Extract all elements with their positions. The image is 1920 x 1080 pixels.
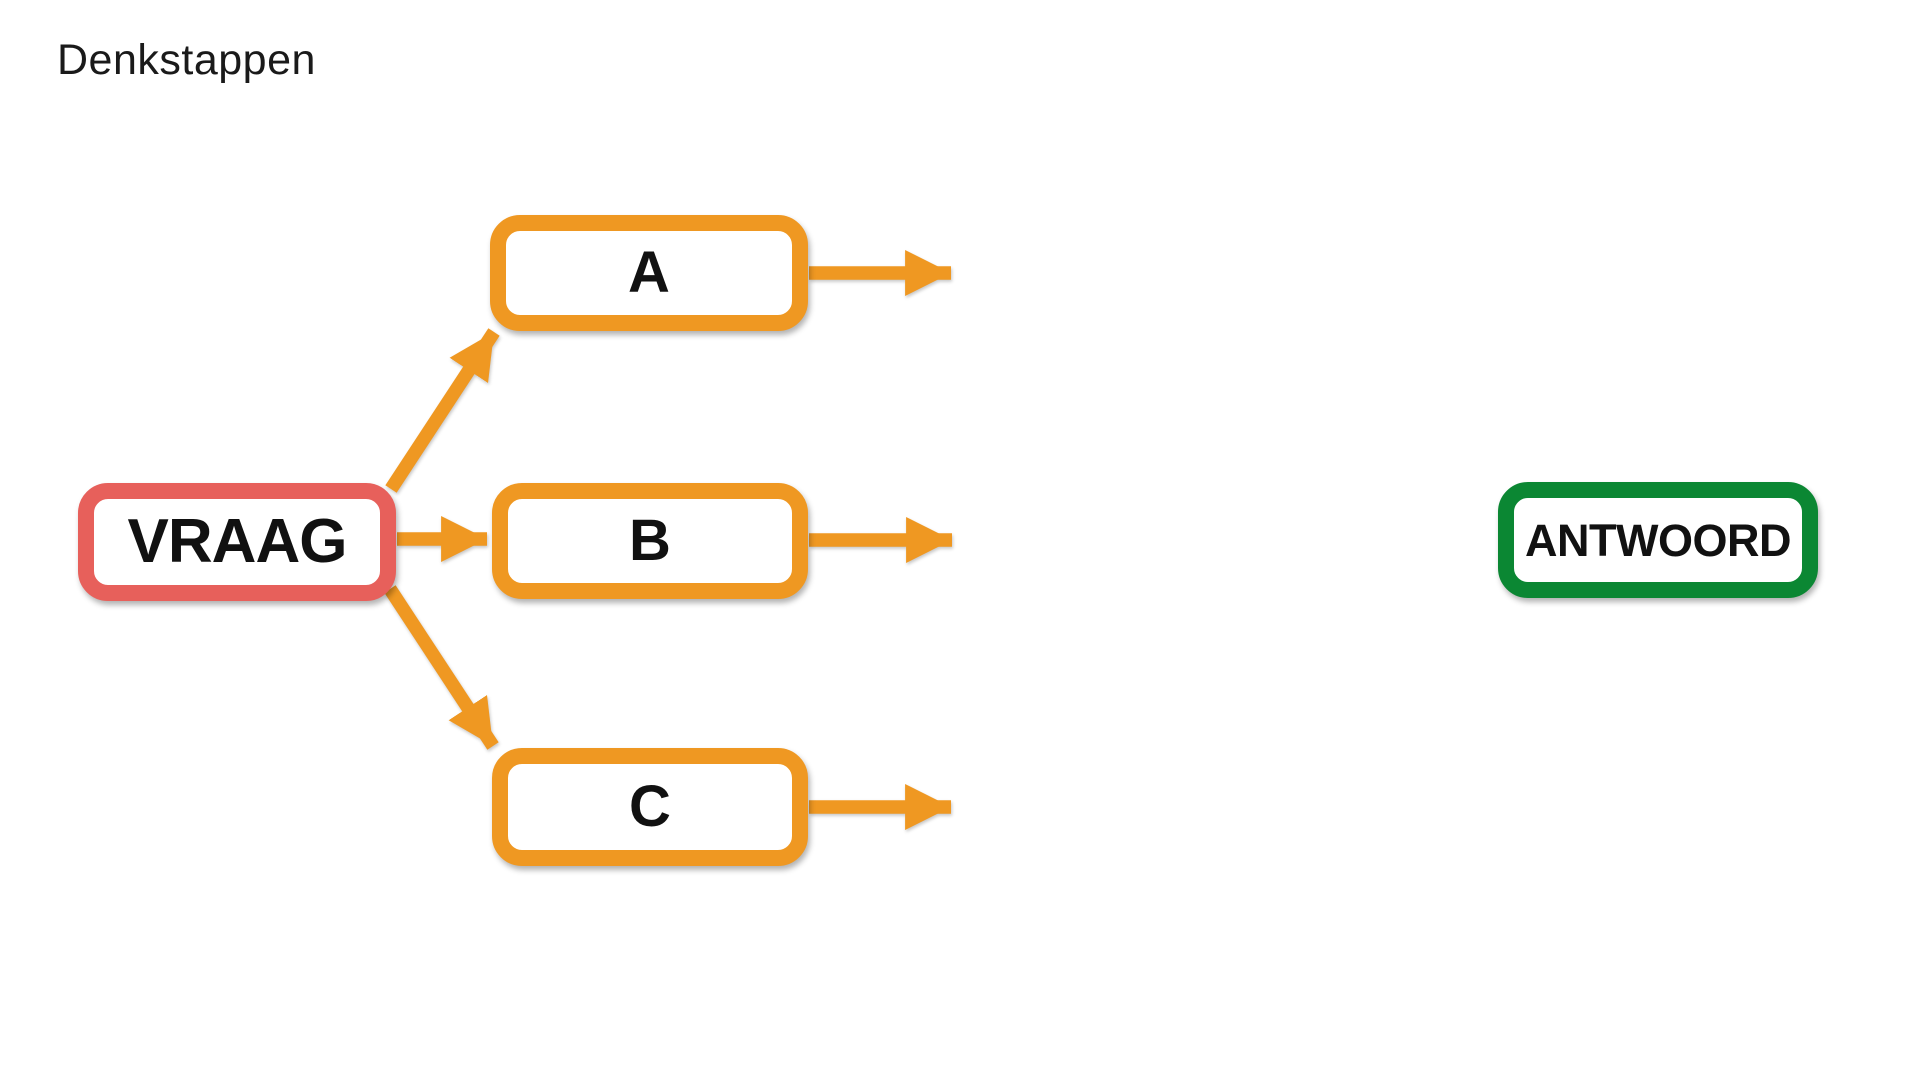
- question-node: VRAAG: [78, 483, 396, 601]
- arrow-question-to-a: [385, 328, 500, 493]
- question-label: VRAAG: [127, 507, 348, 576]
- option-b-label: B: [629, 508, 671, 573]
- answer-label: ANTWOORD: [1525, 514, 1791, 566]
- option-c-label: C: [629, 774, 671, 839]
- page-title: Denkstappen: [57, 36, 316, 84]
- answer-node: ANTWOORD: [1498, 482, 1818, 598]
- option-c-node: C: [492, 748, 808, 866]
- arrow-question-to-c: [384, 585, 499, 750]
- option-a-label: A: [628, 240, 670, 305]
- option-a-node: A: [490, 215, 808, 331]
- option-b-node: B: [492, 483, 808, 599]
